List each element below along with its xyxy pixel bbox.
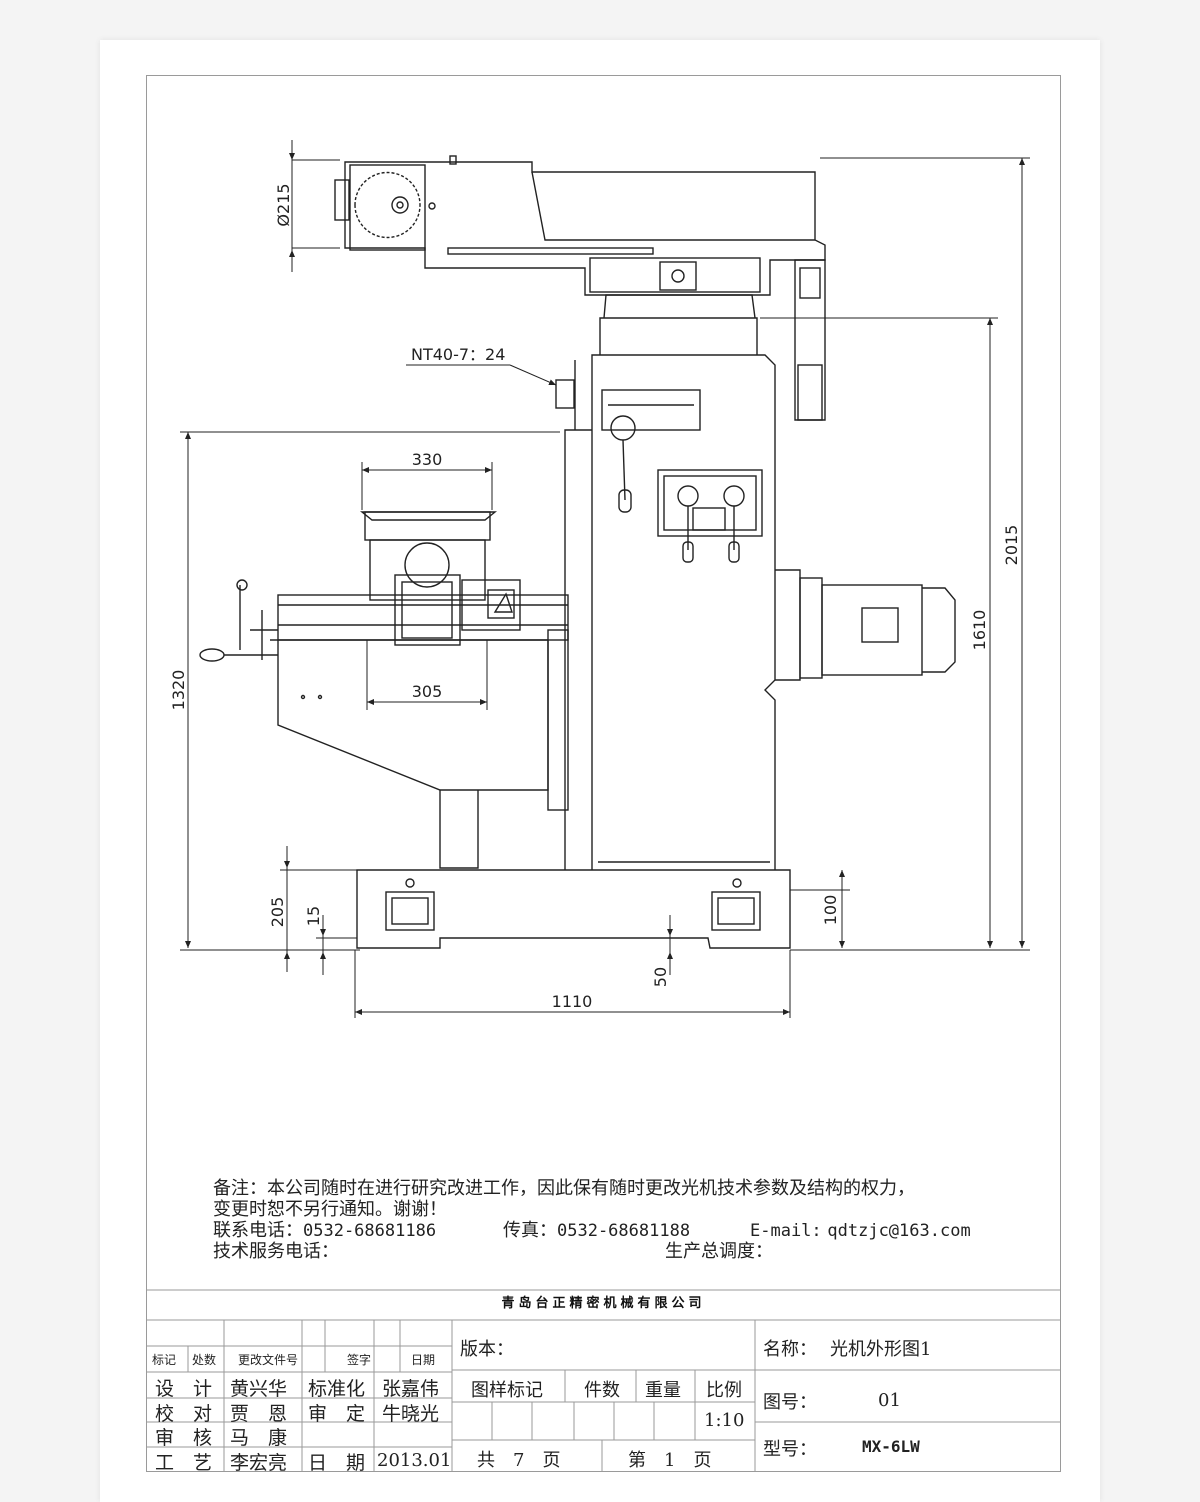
std-name: 张嘉伟 [382,1378,440,1400]
weight-label: 重量 [645,1380,681,1401]
dispatch-label: 生产总调度： [665,1241,773,1262]
phone-number: 0532-68681186 [303,1221,437,1241]
check-name: 贾 恩 [230,1403,288,1425]
model-label: 型号： [763,1439,817,1460]
review-name: 牛晓光 [382,1403,440,1425]
dim-2015: 2015 [1002,525,1021,566]
ratio-label: 比例 [706,1380,742,1401]
email-label: E-mail: [750,1221,822,1241]
design-name: 黄兴华 [230,1378,288,1400]
contact-row: 联系电话：0532-68681186 传真：0532-68681188 E-ma… [213,1220,1063,1241]
dim-215: Ø215 [274,183,293,226]
email-address: qdtzjc@163.com [827,1221,971,1241]
process-name: 李宏亮 [230,1452,288,1474]
note-line-2: 变更时恕不另行通知。谢谢！ [213,1199,447,1220]
drawing-no: 01 [878,1390,901,1411]
company-name: 青岛台正精密机械有限公司 [501,1296,706,1311]
dim-nt40: NT40-7：24 [411,345,505,364]
drawing-sheet [100,40,1100,1502]
dim-100: 100 [821,895,840,926]
note-line-1: 备注：本公司随时在进行研究改进工作，因此保有随时更改光机技术参数及结构的权力， [213,1178,915,1199]
dim-50: 50 [651,967,670,987]
drawing-no-label: 图号： [763,1392,817,1413]
version-label: 版本： [460,1339,514,1360]
phone-label: 联系电话： [213,1220,303,1241]
email-block: E-mail: qdtzjc@163.com [750,1220,971,1242]
dim-1610: 1610 [970,610,989,651]
name-label: 名称： [763,1339,817,1360]
service-phone-label: 技术服务电话： [213,1241,339,1262]
pattern-label: 图样标记 [471,1380,543,1401]
rev-header-sign: 签字 [347,1353,372,1367]
dim-1320: 1320 [169,670,188,711]
rev-header-date: 日期 [411,1353,436,1367]
review-label: 审 定 [308,1403,366,1425]
service-row: 技术服务电话： 生产总调度： [213,1241,1063,1262]
date-label: 日 期 [308,1452,366,1474]
title-block-grid [146,1289,1061,1472]
rev-header-doc: 更改文件号 [238,1353,299,1367]
audit-label: 审 核 [155,1427,213,1449]
dim-205: 205 [268,897,287,928]
process-label: 工 艺 [155,1452,213,1474]
drawing-name: 光机外形图1 [830,1339,932,1360]
dim-305: 305 [412,682,443,701]
design-label: 设 计 [155,1378,213,1400]
machine-outline [199,155,956,949]
notes-block: 备注：本公司随时在进行研究改进工作，因此保有随时更改光机技术参数及结构的权力， … [213,1178,1063,1262]
total-pages: 共 7 页 [477,1450,561,1471]
rev-header-mark: 标记 [152,1353,177,1367]
qty-label: 件数 [584,1380,620,1401]
dimension-lines [180,140,1030,1018]
audit-name: 马 康 [230,1427,288,1449]
drawing-frame [146,75,1061,1472]
dim-1110: 1110 [552,992,593,1011]
fax-label: 传真： [503,1220,557,1241]
model-value: MX-6LW [862,1437,920,1456]
ratio-value: 1:10 [704,1410,745,1431]
std-label: 标准化 [308,1378,366,1400]
rev-header-count: 处数 [192,1353,217,1367]
dim-15: 15 [304,906,323,926]
check-label: 校 对 [155,1403,213,1425]
fax-number: 0532-68681188 [557,1221,691,1241]
page-number: 第 1 页 [628,1450,712,1471]
fax-block: 传真：0532-68681188 [503,1220,690,1242]
date-value: 2013.01 [377,1450,452,1471]
dim-330: 330 [412,450,443,469]
